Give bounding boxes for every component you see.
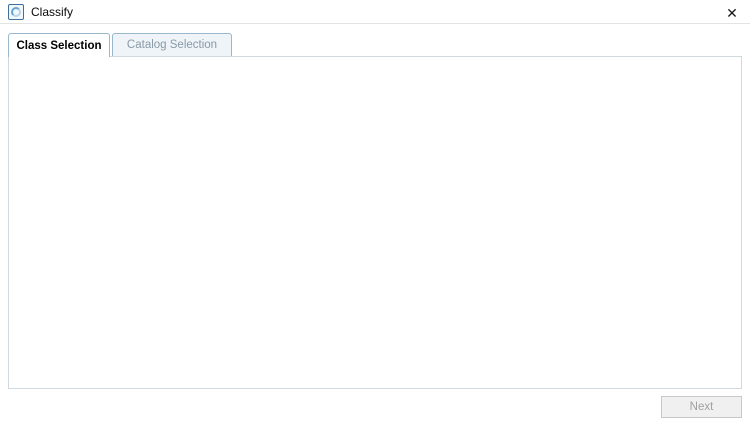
titlebar-divider [0, 23, 750, 24]
tab-strip: Class Selection Catalog Selection [8, 33, 742, 57]
window-title: Classify [31, 5, 74, 19]
tab-class-selection-label: Class Selection [16, 39, 102, 52]
tab-catalog-selection[interactable]: Catalog Selection [112, 33, 232, 56]
next-button[interactable]: Next [661, 396, 742, 418]
tab-page-class-selection [8, 56, 742, 389]
classify-circle-icon [8, 4, 24, 20]
next-button-label: Next [689, 401, 714, 413]
tab-class-selection[interactable]: Class Selection [8, 33, 110, 57]
tab-catalog-selection-label: Catalog Selection [126, 39, 218, 51]
window-titlebar: Classify ✕ [0, 0, 750, 24]
close-icon[interactable]: ✕ [726, 5, 738, 21]
